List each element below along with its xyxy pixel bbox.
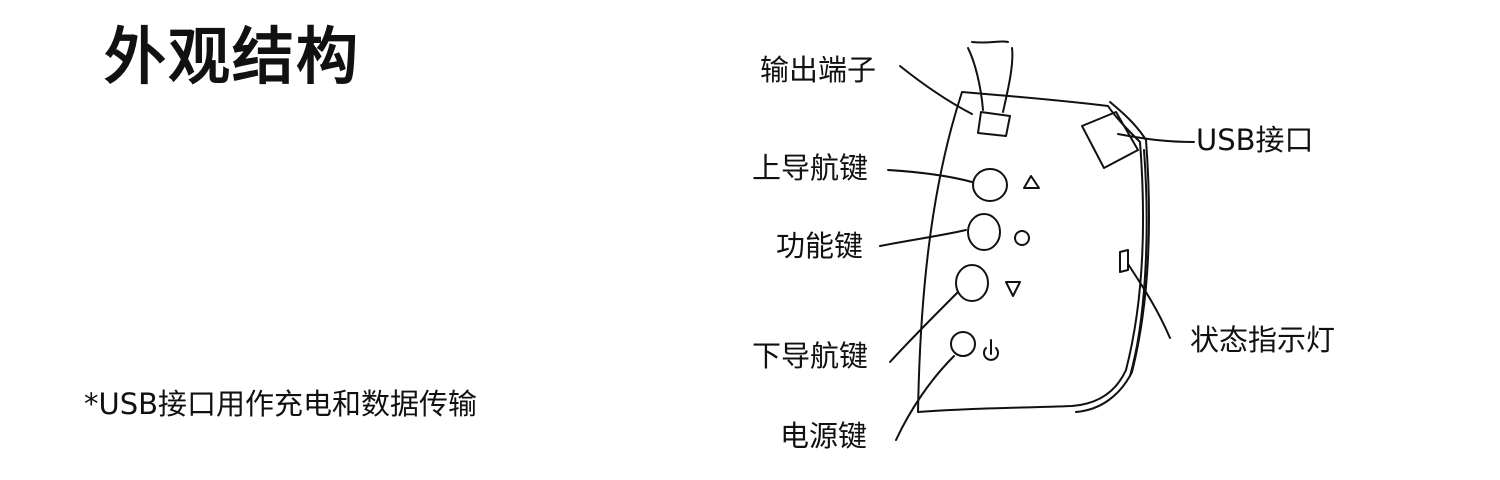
page-title: 外观结构	[104, 20, 361, 93]
power-key-shape	[950, 331, 976, 357]
leader-function-key	[879, 229, 967, 247]
device-body	[917, 91, 1145, 413]
label-down-key: 下导航键	[752, 339, 869, 373]
down-triangle-icon	[1005, 281, 1021, 297]
label-power-key: 电源键	[780, 419, 868, 453]
up-key-shape	[972, 168, 1008, 202]
footnote: *USB接口用作充电和数据传输	[84, 387, 478, 421]
function-key-shape	[967, 213, 1001, 251]
cable	[967, 47, 984, 111]
power-icon	[983, 347, 999, 361]
leader-up-key	[887, 169, 973, 183]
status-light-shape	[1119, 249, 1129, 273]
circle-icon	[1014, 230, 1030, 246]
label-function-key: 功能键	[776, 229, 864, 263]
leader-down-key	[889, 291, 959, 363]
leader-power-key	[895, 355, 955, 441]
down-key-shape	[955, 264, 989, 302]
cable-2	[1002, 47, 1014, 113]
label-status-light: 状态指示灯	[1190, 323, 1336, 357]
label-usb-port: USB接口	[1196, 123, 1314, 157]
leader-output-port	[899, 65, 973, 115]
output-port-shape	[977, 111, 1011, 137]
leader-status-light	[1127, 263, 1171, 339]
up-triangle-icon	[1023, 175, 1040, 189]
usb-port-shape	[1081, 111, 1139, 169]
label-output-port: 输出端子	[760, 53, 877, 87]
label-up-key: 上导航键	[752, 151, 869, 185]
leader-usb-port	[1117, 133, 1195, 143]
